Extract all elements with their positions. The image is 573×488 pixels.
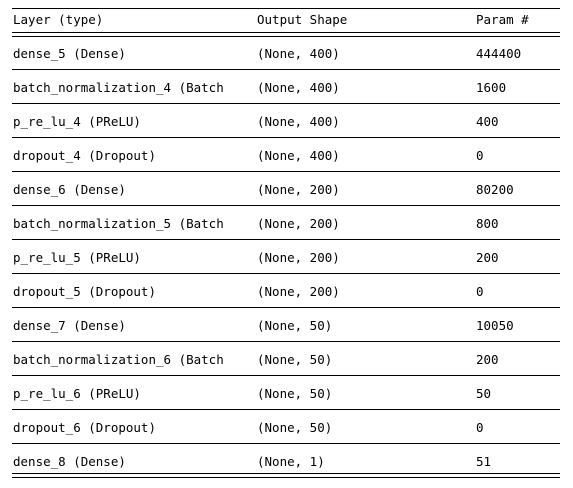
- layer-name-cell: batch_normalization_4 (Batch: [13, 80, 224, 95]
- header-param-count: Param #: [476, 12, 529, 27]
- row-divider: [12, 137, 560, 138]
- row-divider: [12, 341, 560, 342]
- row-divider: [12, 375, 560, 376]
- layer-row: p_re_lu_5 (PReLU) (None, 200) 200: [12, 248, 560, 268]
- param-count-cell: 51: [476, 454, 492, 469]
- row-divider: [12, 273, 560, 274]
- layer-name-cell: dense_6 (Dense): [13, 182, 126, 197]
- layer-name-cell: dense_5 (Dense): [13, 46, 126, 61]
- param-count-cell: 10050: [476, 318, 514, 333]
- layer-name-cell: batch_normalization_5 (Batch: [13, 216, 224, 231]
- row-divider: [12, 409, 560, 410]
- row-divider: [12, 239, 560, 240]
- param-count-cell: 200: [476, 352, 499, 367]
- param-count-cell: 200: [476, 250, 499, 265]
- output-shape-cell: (None, 50): [257, 386, 333, 401]
- layer-row: p_re_lu_4 (PReLU) (None, 400) 400: [12, 112, 560, 132]
- row-divider: [12, 103, 560, 104]
- layer-name-cell: p_re_lu_5 (PReLU): [13, 250, 141, 265]
- layer-row: dropout_5 (Dropout) (None, 200) 0: [12, 282, 560, 302]
- layer-name-cell: dense_7 (Dense): [13, 318, 126, 333]
- param-count-cell: 0: [476, 284, 484, 299]
- row-divider: [12, 205, 560, 206]
- output-shape-cell: (None, 50): [257, 420, 333, 435]
- header-row: Layer (type) Output Shape Param #: [12, 10, 560, 30]
- layer-row: dense_5 (Dense) (None, 400) 444400: [12, 44, 560, 64]
- layer-row: batch_normalization_5 (Batch (None, 200) 8…: [12, 214, 560, 234]
- param-count-cell: 50: [476, 386, 492, 401]
- layer-row: batch_normalization_6 (Batch (None, 50) 20…: [12, 350, 560, 370]
- header-double-rule: [12, 32, 560, 37]
- row-divider: [12, 171, 560, 172]
- layer-name-cell: dropout_6 (Dropout): [13, 420, 156, 435]
- layer-name-cell: p_re_lu_6 (PReLU): [13, 386, 141, 401]
- row-divider: [12, 69, 560, 70]
- bottom-double-rule: [12, 473, 560, 478]
- param-count-cell: 0: [476, 420, 484, 435]
- layer-row: p_re_lu_6 (PReLU) (None, 50) 50: [12, 384, 560, 404]
- row-divider: [12, 443, 560, 444]
- layer-row: dropout_4 (Dropout) (None, 400) 0: [12, 146, 560, 166]
- param-count-cell: 400: [476, 114, 499, 129]
- output-shape-cell: (None, 400): [257, 114, 340, 129]
- layer-row: batch_normalization_4 (Batch (None, 400) 1…: [12, 78, 560, 98]
- output-shape-cell: (None, 400): [257, 46, 340, 61]
- layer-row: dropout_6 (Dropout) (None, 50) 0: [12, 418, 560, 438]
- layer-row: dense_8 (Dense) (None, 1) 51: [12, 452, 560, 472]
- layer-row: dense_6 (Dense) (None, 200) 80200: [12, 180, 560, 200]
- layer-name-cell: batch_normalization_6 (Batch: [13, 352, 224, 367]
- output-shape-cell: (None, 200): [257, 182, 340, 197]
- output-shape-cell: (None, 400): [257, 148, 340, 163]
- output-shape-cell: (None, 200): [257, 250, 340, 265]
- output-shape-cell: (None, 200): [257, 284, 340, 299]
- top-rule: [12, 8, 560, 9]
- header-output-shape: Output Shape: [257, 12, 348, 27]
- header-layer-type: Layer (type): [13, 12, 104, 27]
- layer-name-cell: dropout_4 (Dropout): [13, 148, 156, 163]
- layer-name-cell: dense_8 (Dense): [13, 454, 126, 469]
- output-shape-cell: (None, 200): [257, 216, 340, 231]
- output-shape-cell: (None, 400): [257, 80, 340, 95]
- layer-name-cell: dropout_5 (Dropout): [13, 284, 156, 299]
- output-shape-cell: (None, 1): [257, 454, 325, 469]
- param-count-cell: 0: [476, 148, 484, 163]
- param-count-cell: 444400: [476, 46, 522, 61]
- output-shape-cell: (None, 50): [257, 352, 333, 367]
- row-divider: [12, 307, 560, 308]
- layer-name-cell: p_re_lu_4 (PReLU): [13, 114, 141, 129]
- param-count-cell: 80200: [476, 182, 514, 197]
- output-shape-cell: (None, 50): [257, 318, 333, 333]
- param-count-cell: 1600: [476, 80, 507, 95]
- param-count-cell: 800: [476, 216, 499, 231]
- layer-row: dense_7 (Dense) (None, 50) 10050: [12, 316, 560, 336]
